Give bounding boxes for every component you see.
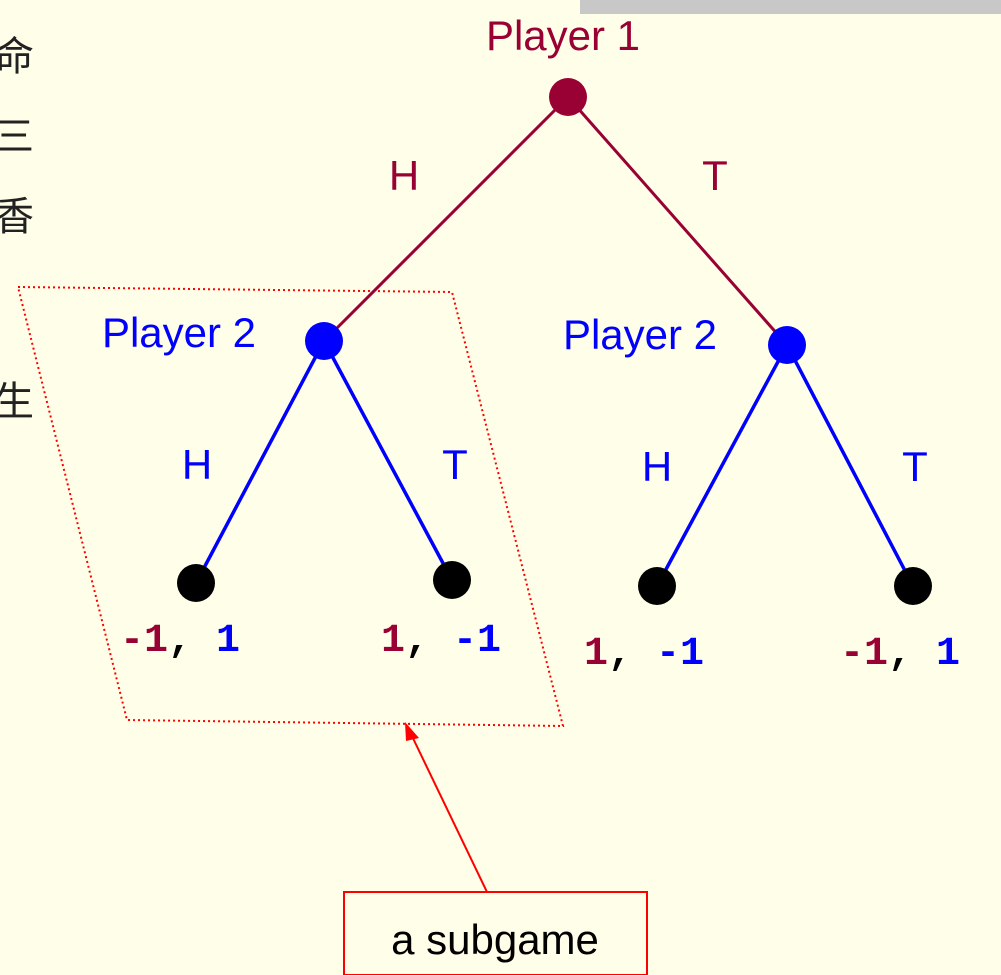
move-p2r-right: T (902, 443, 928, 490)
player2-right-label: Player 2 (563, 311, 717, 358)
terminal-node-4 (894, 567, 932, 605)
header-bar (580, 0, 1001, 14)
payoff-2-sep: , (405, 619, 453, 664)
edge-p2l-right (322, 340, 454, 581)
node-player1 (549, 78, 587, 116)
terminal-node-1 (177, 564, 215, 602)
move-p2r-left: H (642, 443, 672, 490)
annotation-arrow-line (409, 731, 488, 893)
terminal-node-2 (433, 561, 471, 599)
annotation-arrowhead (405, 722, 419, 741)
payoff-4-p2: 1 (936, 632, 960, 677)
payoff-2: 1, -1 (381, 619, 501, 664)
payoff-4-p1: -1 (840, 632, 888, 677)
subgame-outline (16, 285, 565, 728)
edge-p2l-left (194, 340, 326, 584)
payoff-4-sep: , (888, 632, 936, 677)
payoff-1-p2: 1 (216, 619, 240, 664)
move-p2l-right: T (442, 441, 468, 488)
payoff-3-p1: 1 (584, 632, 608, 677)
move-p1-right: T (702, 152, 728, 199)
side-text-3: 香 (0, 194, 34, 240)
payoff-4: -1, 1 (840, 632, 960, 677)
edge-p2r-left (655, 344, 789, 587)
payoff-2-p2: -1 (453, 619, 501, 664)
payoff-1: -1, 1 (120, 619, 240, 664)
payoff-1-sep: , (168, 619, 216, 664)
payoff-3-p2: -1 (656, 632, 704, 677)
annotation-label: a subgame (391, 916, 599, 963)
edge-p1-right (566, 96, 789, 346)
terminal-node-3 (638, 567, 676, 605)
node-player2-left (305, 322, 343, 360)
annotation-box (343, 891, 648, 975)
side-text-1: 命 (0, 34, 34, 80)
edge-p1-left (322, 95, 570, 343)
side-text-4: 生 (0, 379, 34, 425)
payoff-3-sep: , (608, 632, 656, 677)
player1-label: Player 1 (486, 12, 640, 59)
edge-p2r-right (785, 344, 915, 587)
payoff-1-p1: -1 (120, 619, 168, 664)
payoff-2-p1: 1 (381, 619, 405, 664)
player2-left-label: Player 2 (102, 309, 256, 356)
node-player2-right (768, 326, 806, 364)
move-p1-left: H (389, 152, 419, 199)
side-text-2: 三 (0, 114, 34, 160)
move-p2l-left: H (182, 441, 212, 488)
payoff-3: 1, -1 (584, 632, 704, 677)
